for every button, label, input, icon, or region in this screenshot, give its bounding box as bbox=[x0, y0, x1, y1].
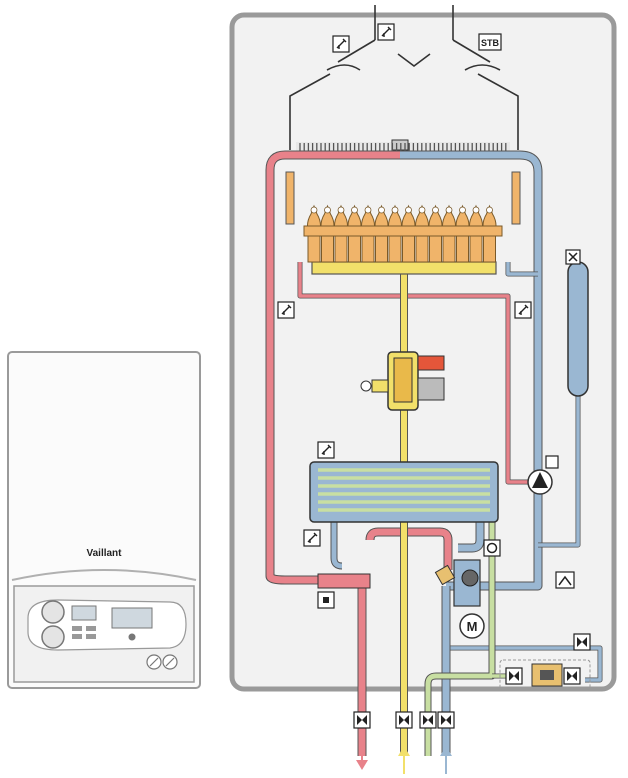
bypass-block bbox=[317, 573, 371, 589]
shutoff-valve-icon bbox=[353, 711, 371, 729]
filling-valve-icon bbox=[573, 633, 591, 651]
temperature-knob-dhw[interactable] bbox=[41, 625, 65, 649]
pump-air-vent-icon bbox=[545, 455, 559, 469]
burner-nozzle bbox=[486, 206, 493, 214]
shutoff-valve-icon bbox=[437, 711, 455, 729]
stb-label: STB bbox=[481, 38, 500, 48]
burner-nozzle bbox=[391, 206, 399, 214]
shutoff-valves bbox=[353, 711, 455, 729]
gas-valve-coil-grey bbox=[417, 377, 445, 401]
gas-valve bbox=[360, 351, 445, 411]
component-symbols bbox=[277, 23, 591, 685]
menu-button[interactable] bbox=[128, 633, 136, 641]
burner bbox=[303, 204, 503, 263]
burner-nozzle bbox=[324, 206, 331, 214]
diverter-valve-motor-icon: M bbox=[459, 613, 485, 639]
plate-heat-exchanger bbox=[309, 461, 499, 523]
burner-nozzle bbox=[459, 206, 466, 214]
flow-temperature-sensor-icon bbox=[277, 301, 295, 319]
gas-valve-coil-red bbox=[417, 355, 445, 371]
burner-nozzle bbox=[378, 206, 385, 214]
small-display bbox=[71, 605, 97, 621]
pump-icon bbox=[527, 469, 553, 495]
hot-water-temperature-sensor-icon bbox=[317, 441, 335, 459]
filling-valve-icon bbox=[563, 667, 581, 685]
arrow-up-icon bbox=[398, 746, 410, 774]
temperature-knob-heating[interactable] bbox=[41, 600, 65, 624]
burner-nozzle bbox=[472, 206, 480, 214]
mode-button-3[interactable] bbox=[72, 634, 82, 639]
burner-nozzle bbox=[405, 206, 412, 214]
dhw-outlet-sensor-icon bbox=[303, 529, 321, 547]
arrow-up-icon bbox=[440, 746, 452, 774]
mode-button-2[interactable] bbox=[86, 626, 96, 631]
diverter-valve bbox=[434, 559, 481, 607]
boiler-front-panel-curve bbox=[11, 569, 197, 581]
pressure-sensor-icon bbox=[555, 571, 575, 589]
flue-temperature-sensor-icon bbox=[332, 35, 350, 53]
burner-bar bbox=[303, 225, 503, 237]
fan-icon bbox=[377, 23, 395, 41]
flow-sensor-icon bbox=[483, 539, 501, 557]
burner-nozzle bbox=[432, 206, 439, 214]
burner-nozzle bbox=[364, 206, 372, 214]
flue-hood bbox=[289, 5, 519, 150]
switch-mark bbox=[165, 657, 175, 667]
brand-label: Vaillant bbox=[86, 548, 122, 559]
shutoff-valve-icon bbox=[419, 711, 437, 729]
pump-motor-label: M bbox=[467, 619, 478, 634]
mode-button-1[interactable] bbox=[72, 626, 82, 631]
gas-manifold bbox=[311, 261, 497, 275]
burner-nozzle bbox=[310, 206, 318, 214]
insulation-left bbox=[285, 171, 295, 225]
gauge-needle bbox=[149, 657, 159, 667]
filling-valve-icon bbox=[505, 667, 523, 685]
heating-flow-pipes bbox=[265, 150, 536, 585]
burner-nozzle bbox=[418, 206, 426, 214]
burner-nozzle bbox=[445, 206, 453, 214]
boiler-front-view: Vaillant bbox=[7, 351, 201, 689]
burner-nozzle bbox=[351, 206, 358, 214]
mode-button-4[interactable] bbox=[86, 634, 96, 639]
arrow-down-icon bbox=[356, 742, 368, 770]
shutoff-valve-icon bbox=[395, 711, 413, 729]
insulation-right bbox=[511, 171, 521, 225]
stb-overheat-limiter-icon: STB bbox=[478, 33, 502, 51]
expansion-vessel bbox=[565, 249, 589, 397]
filling-assembly bbox=[499, 659, 591, 691]
main-display bbox=[111, 607, 153, 629]
pressure-relief-valve-icon bbox=[317, 591, 335, 609]
burner-nozzle bbox=[337, 206, 345, 214]
return-temperature-sensor-icon bbox=[514, 301, 532, 319]
